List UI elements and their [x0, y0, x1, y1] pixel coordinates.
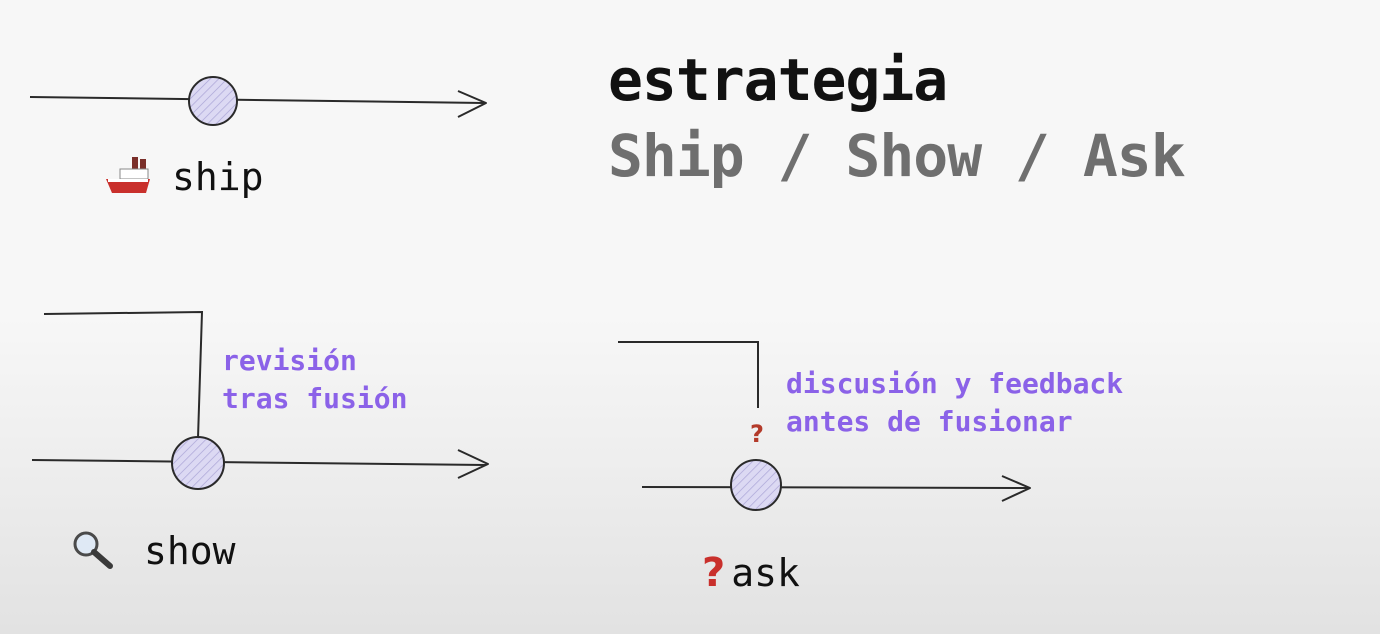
ask-main-branch-line — [641, 486, 1031, 489]
ship-arrowhead — [457, 90, 487, 118]
ask-commit-node — [730, 459, 782, 511]
show-arrowhead — [457, 449, 489, 479]
ask-arrowhead — [1001, 475, 1031, 502]
show-feature-branch-line — [43, 310, 204, 439]
show-commit-node — [171, 436, 225, 490]
slide-subtitle: Ship / Show / Ask — [608, 122, 1186, 190]
ship-label: ship — [172, 152, 264, 202]
ship-label-text: ship — [172, 155, 264, 199]
ship-commit-node — [188, 76, 238, 126]
ask-question-marker: ? — [750, 420, 764, 448]
ask-label-text: ask — [731, 551, 800, 595]
ask-feature-branch-line — [618, 341, 759, 408]
ship-main-branch-line — [29, 96, 485, 104]
ask-note-line-2: antes de fusionar — [786, 405, 1073, 438]
show-note-line-1: revisión — [222, 344, 357, 377]
magnifying-glass-icon — [73, 531, 113, 569]
red-question-mark-icon: ? — [702, 550, 726, 596]
show-diagram — [31, 310, 489, 490]
ship-icon — [106, 157, 150, 193]
slide-title: estrategia — [608, 46, 948, 114]
show-label-text: show — [144, 529, 236, 573]
ship-diagram — [29, 76, 487, 126]
show-note-line-2: tras fusión — [222, 382, 408, 415]
ask-note: discusión y feedback antes de fusionar — [786, 365, 1123, 441]
ask-diagram — [618, 341, 1031, 511]
show-label: show — [144, 526, 236, 576]
show-main-branch-line — [31, 459, 487, 466]
ask-note-line-1: discusión y feedback — [786, 367, 1124, 400]
ask-label: ? ask — [702, 548, 800, 598]
show-note: revisión tras fusión — [222, 342, 407, 418]
